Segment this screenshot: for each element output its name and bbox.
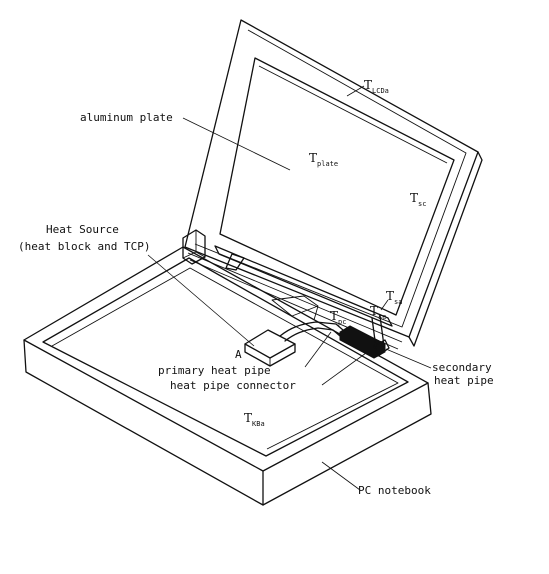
label-heat-source-2: (heat block and TCP): [18, 240, 150, 253]
text-labels: aluminum plate Heat Source (heat block a…: [18, 111, 494, 497]
secondary-heat-pipe: [214, 245, 393, 349]
leader-heat-source: [147, 254, 255, 347]
secondary-heat-pipe-riser: [371, 315, 385, 349]
secondary-heat-pipe-body: [214, 245, 393, 327]
symbol-t-lcd: TLCDa: [364, 78, 389, 95]
leader-lines: [147, 85, 432, 491]
aluminum-plate-inner-edge: [258, 65, 448, 164]
leader-primary-heat-pipe: [304, 331, 332, 368]
left-hinge-face-2: [195, 251, 206, 258]
symbol-t-pc: Tpc: [330, 309, 346, 326]
hinge-support-brace-2: [313, 305, 319, 321]
display-lid: [184, 19, 483, 350]
leader-heat-pipe-connector: [321, 352, 367, 386]
primary-heat-pipe-inner: [284, 327, 341, 342]
primary-heat-pipe-outer: [279, 321, 344, 337]
hinge-area: [182, 229, 319, 321]
label-heat-source-1: Heat Source: [46, 223, 119, 236]
label-aluminum-plate: aluminum plate: [80, 111, 173, 124]
hinge-support-brace: [271, 295, 319, 317]
base-inner-floor: [51, 267, 399, 450]
label-secondary-heat-pipe-1: secondary: [432, 361, 492, 374]
lid-bezel-line: [194, 29, 467, 328]
heat-pipe-connector: [339, 325, 390, 359]
label-secondary-heat-pipe-2: heat pipe: [434, 374, 494, 387]
symbol-t-sa: Tsa: [386, 289, 402, 306]
lid-back-edge: [408, 151, 483, 347]
symbol-t-se: Tse: [370, 304, 386, 321]
leader-t-sa: [380, 299, 389, 311]
symbol-t-sc: Tsc: [410, 191, 426, 208]
leader-pc-notebook: [321, 461, 361, 491]
leader-t-lcd: [346, 85, 365, 97]
label-point-a: A: [235, 348, 242, 361]
heat-source-block: [244, 329, 296, 367]
notebook-base: [23, 246, 432, 506]
label-heat-pipe-connector: heat pipe connector: [170, 379, 296, 392]
temperature-symbols: TLCDa Tplate Tsc Tsa Tse Tpc TKBa: [244, 78, 426, 428]
base-top-inner: [42, 257, 409, 457]
label-primary-heat-pipe: primary heat pipe: [158, 364, 271, 377]
leader-aluminum-plate: [182, 117, 291, 171]
base-front-left-face: [23, 339, 264, 506]
primary-heat-pipe: [279, 321, 344, 342]
aluminum-plate-outline: [219, 57, 455, 316]
connector-block: [339, 325, 386, 359]
symbol-t-kba: TKBa: [244, 411, 265, 428]
label-pc-notebook: PC notebook: [358, 484, 431, 497]
leader-secondary-heat-pipe: [385, 348, 432, 369]
base-front-right-face: [262, 382, 432, 506]
heat-block-top: [244, 329, 296, 359]
symbol-t-plate: Tplate: [309, 151, 338, 168]
connector-end-cap: [373, 339, 390, 357]
